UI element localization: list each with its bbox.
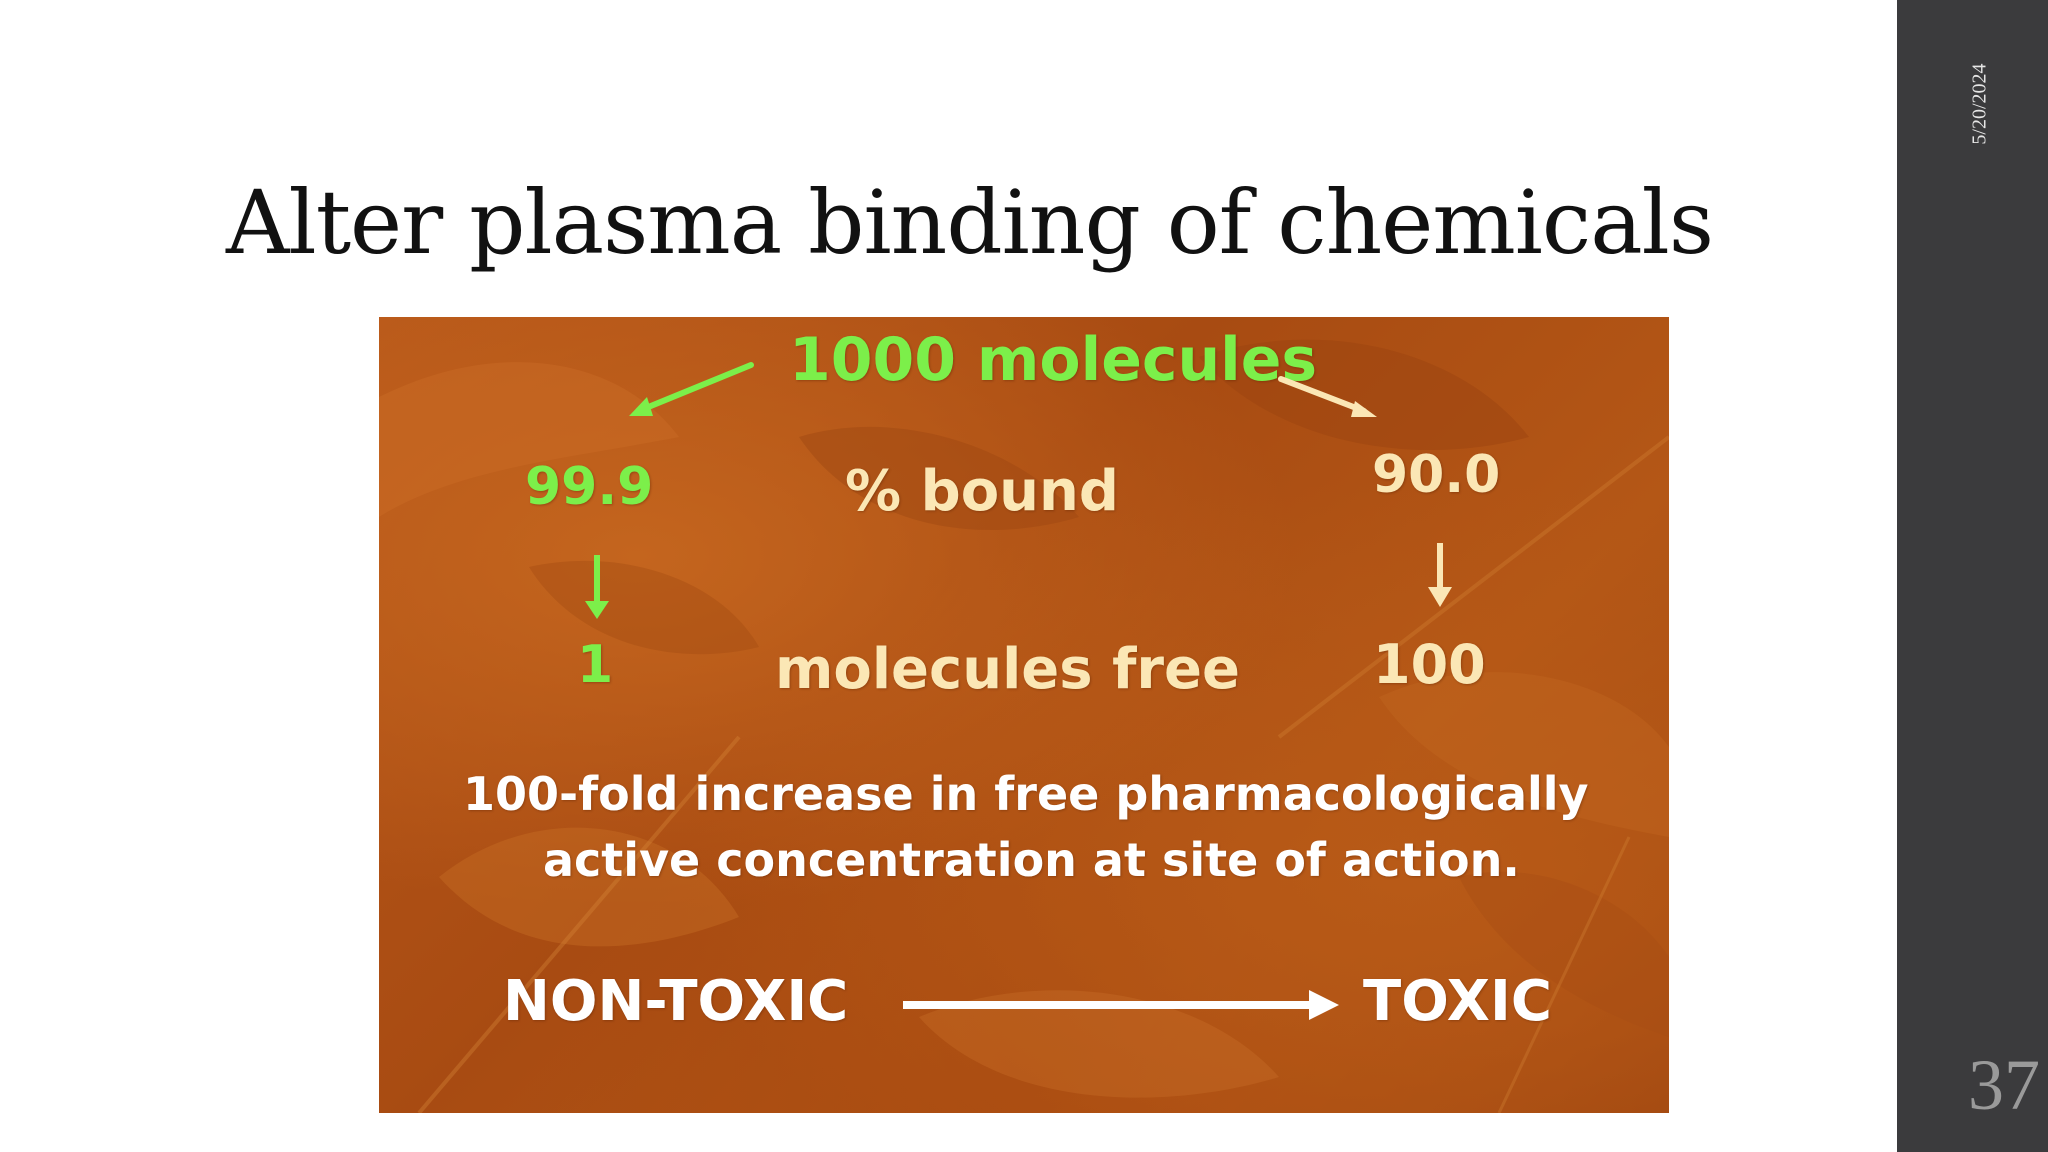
arrow-down-left-icon (585, 555, 609, 619)
summary-line-2: active concentration at site of action. (543, 833, 1520, 887)
arrow-down-right-icon (1428, 543, 1452, 607)
flow-arrows (585, 362, 1452, 1020)
total-molecules-label: 1000 molecules (789, 325, 1318, 395)
right-molecules-free: 100 (1373, 633, 1486, 696)
arrow-nontoxic-to-toxic-icon (903, 990, 1339, 1020)
summary-line-1: 100-fold increase in free pharmacologica… (463, 767, 1589, 821)
right-sidebar (1897, 0, 2048, 1152)
toxic-label: TOXIC (1363, 969, 1552, 1034)
leaf-background-pattern (379, 339, 1669, 1113)
percent-bound-label: % bound (845, 459, 1119, 524)
right-percent-bound: 90.0 (1372, 445, 1501, 505)
plasma-binding-figure: 1000 molecules 99.9 (379, 317, 1669, 1113)
slide-number: 37 (1968, 1045, 2040, 1125)
molecules-free-label: molecules free (775, 637, 1241, 702)
arrow-to-left-icon (629, 362, 754, 416)
slide-title: Alter plasma binding of chemicals (226, 171, 1714, 274)
left-molecules-free: 1 (577, 635, 614, 695)
non-toxic-label: NON-TOXIC (503, 969, 849, 1034)
left-percent-bound: 99.9 (525, 457, 654, 517)
arrow-to-right-icon (1278, 376, 1377, 417)
slide-date: 5/20/2024 (1968, 63, 1991, 145)
